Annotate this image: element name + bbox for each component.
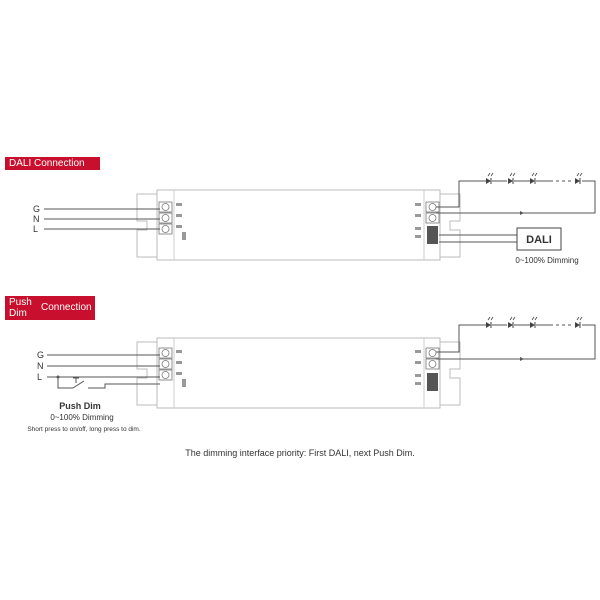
wire-label-n-2: N [37,361,44,371]
driver-2 [136,337,461,409]
input-wires-2 [47,354,160,389]
led-icon-2 [485,316,583,329]
wire-label-l-1: L [33,224,38,234]
driver-1 [136,189,461,261]
led-string-wires-2 [436,324,596,361]
dali-control-wires [439,234,517,243]
wire-label-g-2: G [37,350,44,360]
wire-label-n-1: N [33,214,40,224]
dali-controller-box [516,227,562,251]
dali-connection-tag: DALI Connection [5,157,100,170]
push-dim-tag-connection: Connection [41,302,92,313]
dali-dimming-range: 0~100% Dimming [515,256,578,265]
input-wires-1 [44,208,160,230]
dali-box-label: DALI [526,234,552,246]
push-dim-range: 0~100% Dimming [50,413,113,422]
push-dim-tag-line2: Dim [9,308,27,319]
junction-dots [56,375,60,379]
push-dim-title: Push Dim [59,401,101,411]
led-string-wires-1 [436,180,596,215]
push-dim-tag-line1: Push [9,297,32,308]
push-dim-note: Short press to on/off, long press to dim… [27,426,141,433]
wire-label-l-2: L [37,372,42,382]
led-icon-1 [485,172,583,185]
priority-note: The dimming interface priority: First DA… [185,448,415,458]
wire-label-g-1: G [33,204,40,214]
push-dim-connection-tag: Push Dim Connection [5,296,95,320]
